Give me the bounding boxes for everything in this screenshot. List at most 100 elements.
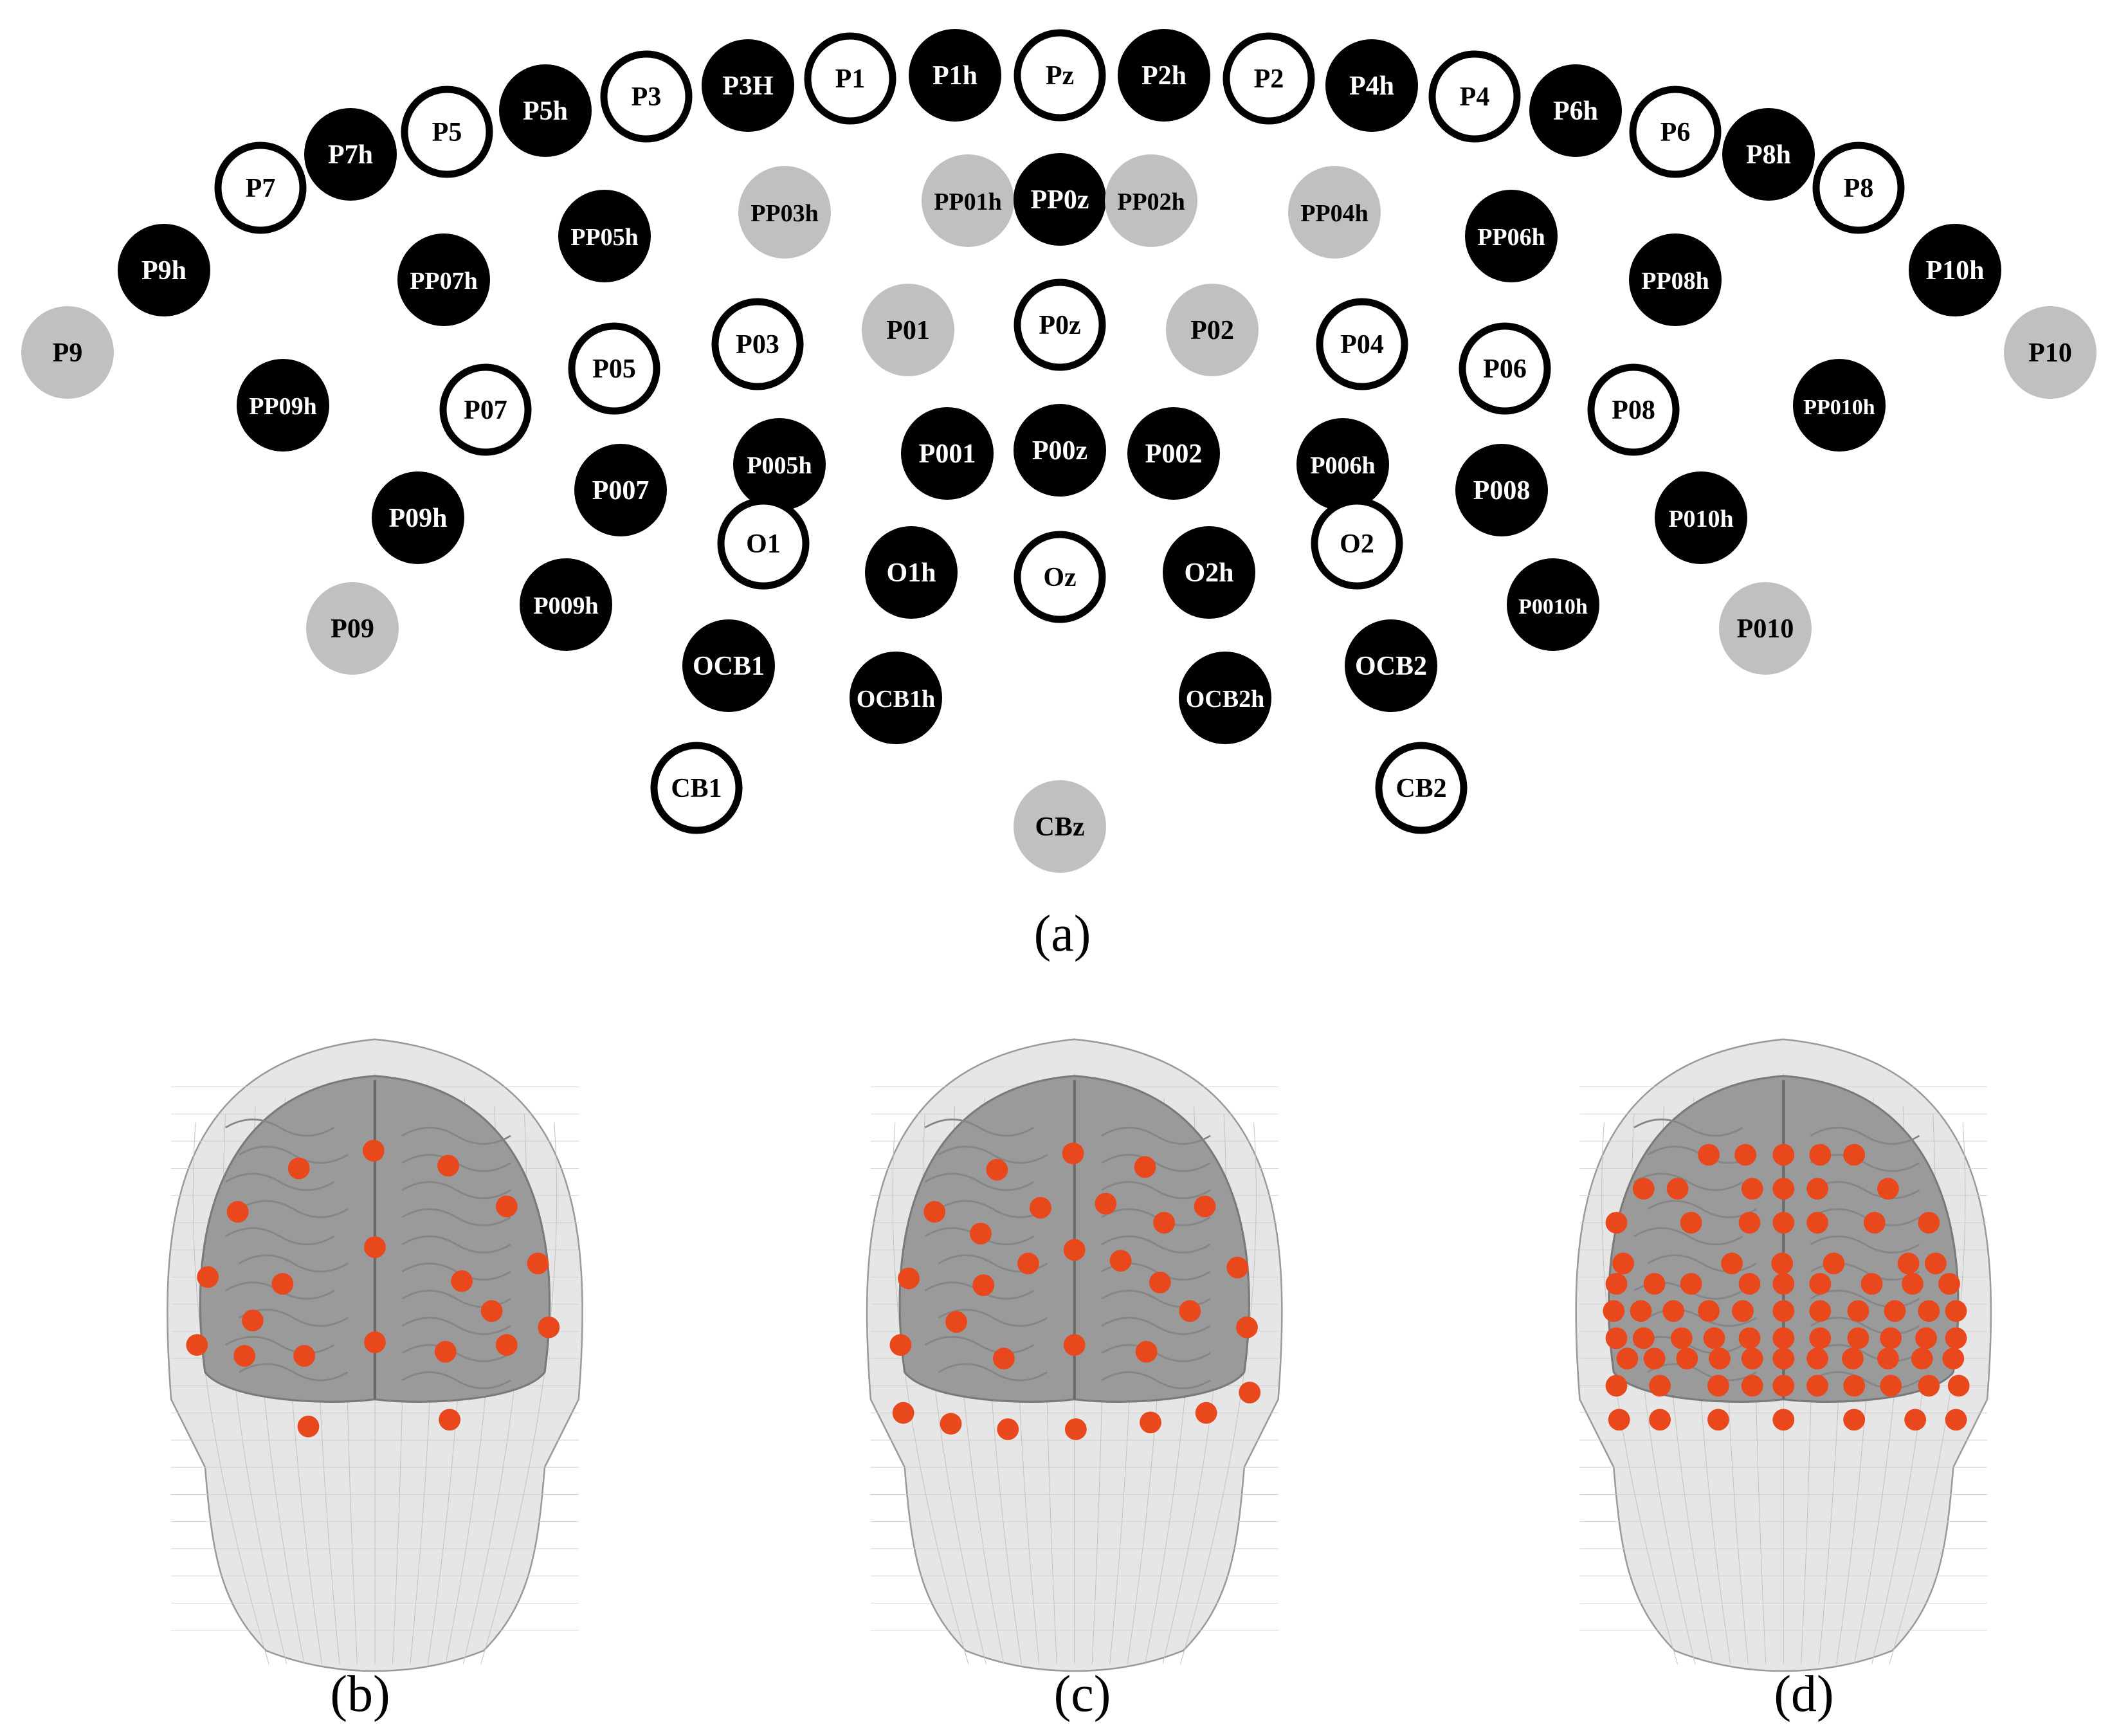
electrode-marker: [717, 497, 810, 590]
electrode-label: PP02h: [1117, 188, 1185, 215]
electrode-marker: [1507, 558, 1599, 651]
electrode-dot: [271, 1273, 294, 1295]
electrode-p3: P3: [600, 50, 693, 143]
electrode-marker: [1166, 284, 1259, 376]
electrode-p00z: P00z: [1014, 404, 1106, 497]
electrode-label: P7h: [328, 140, 373, 170]
electrode-label: P0010h: [1518, 595, 1588, 619]
electrode-dot: [1945, 1300, 1967, 1322]
electrode-dot: [1918, 1300, 1940, 1322]
electrode-marker: [21, 306, 114, 399]
electrode-dot: [1605, 1273, 1628, 1295]
electrode-dot: [1612, 1252, 1634, 1275]
electrode-marker: [1014, 29, 1106, 122]
electrode-label: P08: [1612, 396, 1655, 425]
electrode-ocb2h: OCB2h: [1179, 652, 1271, 744]
electrode-p02: P02: [1166, 284, 1259, 376]
electrode-marker: [733, 418, 826, 511]
electrode-marker: [397, 233, 490, 326]
electrode-dot: [1860, 1273, 1883, 1295]
electrode-dot: [972, 1274, 995, 1297]
electrode-dot: [1707, 1375, 1729, 1397]
electrode-pp07h: PP07h: [397, 233, 490, 326]
electrode-dot: [1772, 1300, 1795, 1322]
electrode-dot: [1236, 1316, 1258, 1339]
electrode-marker: [1014, 780, 1106, 873]
electrode-dot: [186, 1334, 208, 1356]
electrode-label: P9: [53, 338, 83, 368]
electrode-marker: [682, 619, 775, 712]
electrode-dot: [997, 1418, 1019, 1440]
brain-gyrus: [924, 1173, 1211, 1200]
electrode-marker: [499, 64, 592, 157]
electrode-dot: [1149, 1272, 1171, 1293]
electrode-p9h: P9h: [118, 224, 210, 316]
head-model-b: [167, 1038, 583, 1672]
electrode-p5h: P5h: [499, 64, 592, 157]
electrode-dot: [439, 1409, 461, 1431]
electrode-dot: [1806, 1178, 1828, 1200]
electrode-dot: [1153, 1212, 1176, 1234]
electrode-dot: [1734, 1144, 1757, 1166]
electrode-label: P09h: [388, 504, 447, 533]
electrode-marker: [1345, 619, 1437, 712]
electrode-label: P1: [835, 64, 866, 94]
electrode-marker: [804, 32, 896, 125]
electrode-marker: [1722, 108, 1815, 201]
electrode-p006h: P006h: [1296, 418, 1389, 511]
electrode-label: PP010h: [1803, 396, 1875, 419]
electrode-marker: [1465, 190, 1558, 282]
electrode-ocb2: OCB2: [1345, 619, 1437, 712]
electrode-pp08h: PP08h: [1629, 233, 1722, 326]
electrode-marker: [1655, 471, 1747, 564]
electrode-label: P2: [1254, 64, 1284, 94]
electrode-label: P1h: [932, 61, 978, 91]
electrode-pp02h: PP02h: [1105, 154, 1197, 247]
electrode-marker: [1118, 29, 1210, 122]
electrode-marker: [600, 50, 693, 143]
electrode-dot: [1721, 1252, 1743, 1275]
electrode-dot: [1842, 1348, 1864, 1370]
electrode-dot: [1194, 1195, 1216, 1218]
electrode-dot: [1649, 1409, 1671, 1431]
electrode-dot: [923, 1201, 946, 1223]
electrode-dot: [287, 1157, 310, 1180]
electrode-label: P09: [331, 614, 374, 644]
electrode-label: Pz: [1046, 61, 1074, 91]
electrode-dot: [1847, 1327, 1869, 1349]
electrode-dot: [1239, 1382, 1261, 1403]
electrode-marker: [1179, 652, 1271, 744]
electrode-p09: P09: [306, 582, 399, 675]
electrode-dot: [993, 1348, 1015, 1370]
electrode-dot: [538, 1316, 560, 1339]
electrode-dot: [1904, 1409, 1927, 1431]
electrode-dot: [1134, 1156, 1156, 1178]
electrode-dot: [1947, 1375, 1970, 1397]
electrode-marker: [237, 359, 329, 452]
electrode-p010: P010: [1719, 582, 1812, 675]
electrode-label: P001: [919, 439, 976, 469]
electrode-p4: P4: [1428, 50, 1521, 143]
electrode-pp03h: PP03h: [738, 166, 831, 259]
electrode-label: PP07h: [410, 268, 478, 295]
electrode-dot: [1918, 1212, 1940, 1234]
electrode-dot: [1064, 1418, 1087, 1440]
electrode-dot: [1809, 1327, 1832, 1349]
electrode-label: O2h: [1184, 558, 1233, 588]
electrode-dot: [1918, 1375, 1940, 1397]
electrode-p0z: P0z: [1014, 279, 1106, 371]
electrode-marker: [1127, 407, 1220, 500]
electrode-dot: [1030, 1196, 1051, 1219]
electrode-label: P03: [736, 330, 779, 360]
electrode-label: P009h: [533, 592, 598, 619]
electrode-marker: [401, 86, 493, 178]
electrode-dot: [1772, 1212, 1795, 1234]
electrode-dot: [1632, 1327, 1655, 1349]
electrode-marker: [1316, 298, 1408, 390]
electrode-dot: [1945, 1327, 1967, 1349]
electrode-dot: [364, 1236, 386, 1258]
electrode-dot: [1938, 1273, 1960, 1295]
electrode-dot: [293, 1345, 316, 1367]
electrode-marker: [650, 742, 743, 834]
electrode-marker: [1014, 404, 1106, 497]
